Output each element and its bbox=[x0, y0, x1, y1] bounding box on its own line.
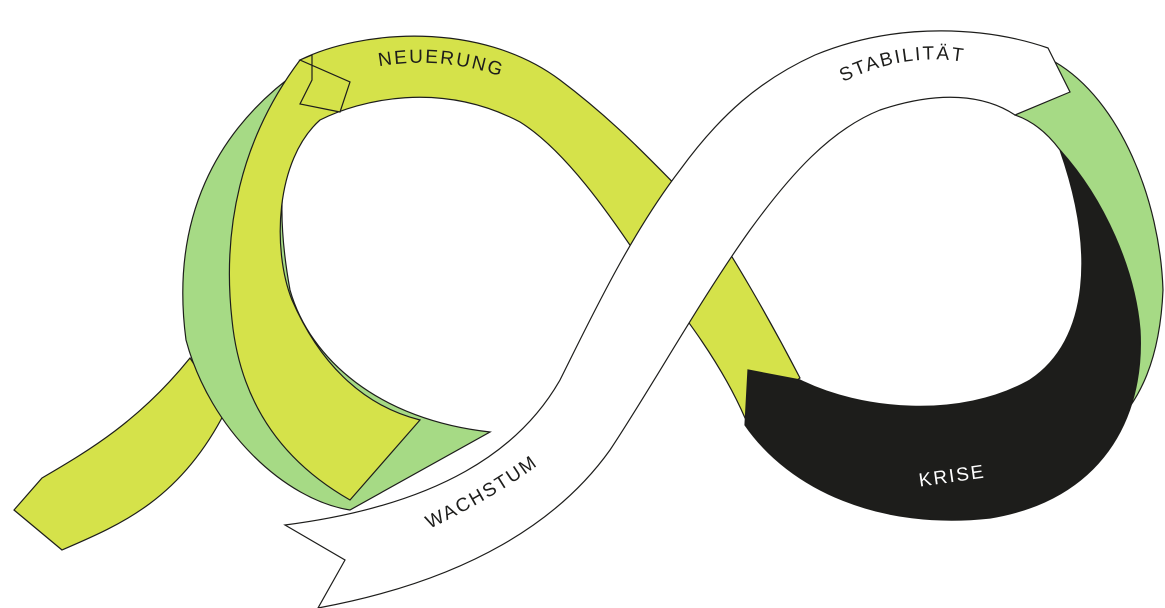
innovation-arrow-tail bbox=[298, 54, 351, 113]
crisis-band bbox=[744, 149, 1141, 521]
lime-tail-segment bbox=[13, 356, 226, 551]
stability-growth-band bbox=[283, 30, 1071, 608]
innovation-band bbox=[228, 35, 701, 501]
